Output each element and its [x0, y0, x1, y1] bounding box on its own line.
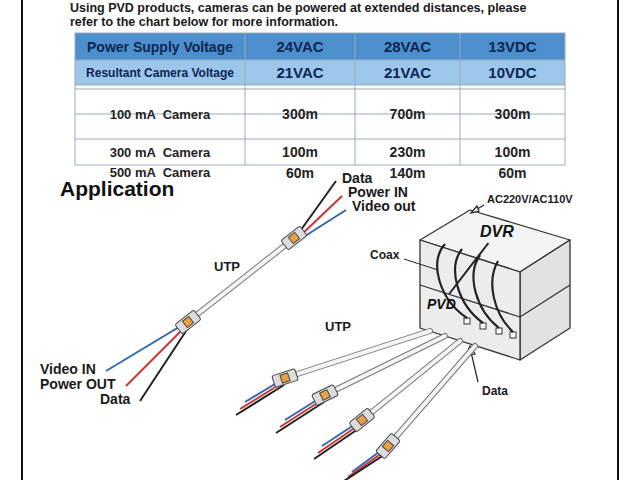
- balun: [182, 316, 193, 327]
- intro-note: Using PVD products, cameras can be power…: [70, 1, 540, 29]
- balun: [376, 433, 401, 459]
- section-heading: Application: [60, 177, 174, 200]
- utp-cable: [190, 240, 475, 446]
- spec-table: [460, 33, 461, 165]
- signal-name: Data: [482, 385, 508, 398]
- table-cell: 60m: [460, 165, 565, 181]
- table-cell: 300 mA Camera: [75, 139, 245, 165]
- pigtail-wire: [314, 427, 361, 459]
- pvd-ports: [510, 332, 516, 338]
- balun: [320, 390, 331, 401]
- frame: [21, 0, 23, 480]
- table-cell: 230m: [355, 139, 460, 165]
- table-cell: 60m: [245, 165, 355, 181]
- pigtail-wire: [140, 328, 188, 401]
- pvd-ports: [480, 323, 486, 329]
- table-cell: 13VDC: [460, 33, 565, 60]
- spec-table: [75, 33, 565, 165]
- balun: [281, 226, 307, 250]
- balun: [356, 414, 367, 425]
- balun: [175, 226, 401, 459]
- dvr-box: [520, 285, 570, 317]
- coax-cable: [455, 249, 483, 323]
- pigtail-wire: [302, 210, 346, 238]
- table-cell: 100m: [460, 139, 565, 165]
- spec-table: [75, 60, 565, 61]
- coax-cable: [437, 244, 513, 332]
- frame: [617, 0, 619, 480]
- balun: [382, 440, 393, 451]
- spec-table: [75, 60, 565, 85]
- table-cell: 10VDC: [460, 60, 565, 85]
- pigtail-wire: [344, 453, 387, 480]
- balun: [272, 369, 299, 388]
- spec-table: [245, 33, 246, 165]
- cable-name: UTP: [325, 320, 351, 334]
- power-input: AC220V/AC110V: [487, 193, 573, 205]
- coax-connector: [449, 243, 488, 294]
- utp-cable: [388, 346, 475, 446]
- balun: [175, 310, 201, 334]
- spec-table: [75, 33, 565, 60]
- utp-cable: [190, 240, 292, 320]
- cable-name: UTP: [214, 260, 240, 274]
- table-cell: 500 mA Camera: [75, 165, 245, 180]
- spec-table: [355, 33, 356, 165]
- utp-cable: [190, 240, 292, 320]
- balun: [349, 408, 375, 432]
- pigtail-wire: [318, 425, 359, 453]
- spec-table: [75, 33, 565, 165]
- table-cell: 300m: [245, 89, 355, 139]
- table-cell: 28VAC: [355, 33, 460, 60]
- pigtail-wire: [236, 385, 284, 415]
- utp-cable: [190, 240, 475, 446]
- pvd-unit: PVD: [424, 294, 459, 314]
- signal-name: Video IN: [40, 362, 96, 377]
- cable-name: Coax: [370, 249, 399, 262]
- balun: [272, 369, 299, 388]
- unit-label: DVR: [480, 223, 514, 241]
- coax-cable: [492, 261, 513, 332]
- balun: [281, 226, 307, 250]
- signal-name: Video out: [352, 199, 416, 214]
- unit-label: PVD: [427, 296, 456, 312]
- balun: [312, 384, 339, 405]
- utp-cable: [388, 346, 475, 446]
- frame: [22, 0, 618, 480]
- table-cell: 24VAC: [245, 33, 355, 60]
- pigtail-wire: [276, 402, 324, 433]
- signal-name: Power OUT: [40, 377, 115, 392]
- table-cell: 100m: [245, 139, 355, 165]
- dvr-box: [520, 240, 570, 360]
- pvd-ports: [464, 318, 470, 324]
- table-cell: 700m: [355, 89, 460, 139]
- balun: [175, 310, 201, 334]
- utp-cable: [190, 240, 475, 446]
- balun: [280, 373, 290, 383]
- dvr-unit: DVR: [477, 221, 517, 243]
- spec-table: [75, 33, 565, 165]
- leader-line: [404, 259, 438, 270]
- spec-table: [75, 89, 565, 90]
- spec-table: [75, 139, 565, 140]
- table-cell: 300m: [460, 89, 565, 139]
- balun: [288, 232, 299, 243]
- leader-line: [404, 259, 438, 270]
- table-cell: Resultant Camera Voltage: [75, 60, 245, 85]
- pigtail-wire: [106, 324, 184, 371]
- balun: [349, 408, 375, 432]
- pigtail-wire: [106, 181, 387, 480]
- spec-table: [75, 85, 565, 86]
- input-arrow: [471, 206, 479, 213]
- table-cell: Power Supply Voltage: [75, 33, 245, 60]
- table-cell: 100 mA Camera: [75, 89, 245, 139]
- balun: [312, 384, 339, 405]
- signal-name: Data: [100, 392, 130, 407]
- table-cell: 21VAC: [245, 60, 355, 85]
- balun: [376, 433, 401, 459]
- table-cell: 21VAC: [355, 60, 460, 85]
- input-arrow: [471, 352, 478, 382]
- pvd-ports: [496, 328, 502, 334]
